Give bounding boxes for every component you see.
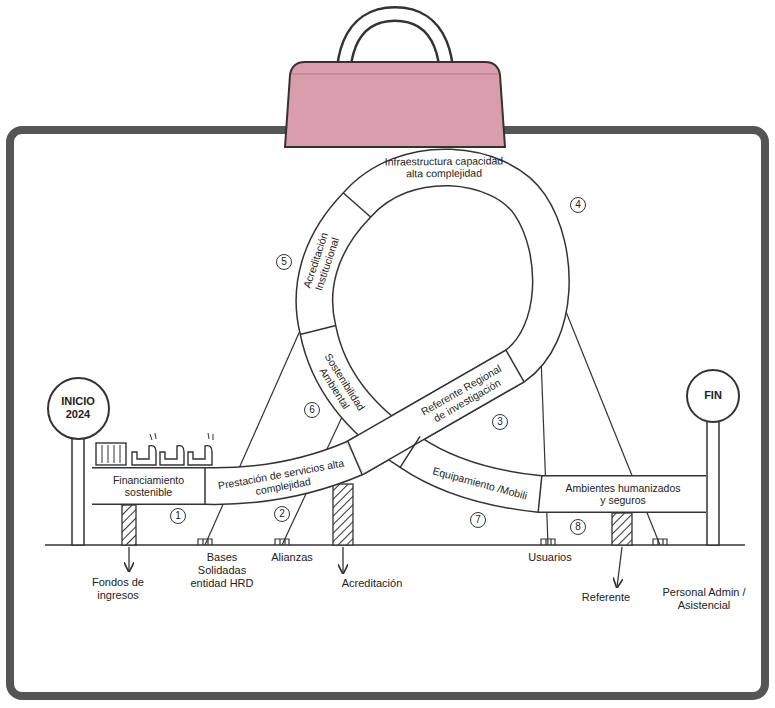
- support-foot: [653, 539, 667, 545]
- start-sign: INICIO 2024: [47, 377, 110, 440]
- segment-divider: [506, 350, 524, 382]
- callout-number: 1: [170, 508, 186, 524]
- train-grille: [102, 445, 120, 463]
- binder-clip-edge: [291, 73, 499, 74]
- support-foot: [198, 539, 212, 545]
- support-foot: [275, 539, 289, 545]
- segment-text: Equipamiento /Mobili: [427, 463, 534, 503]
- motion-marks: [150, 433, 213, 440]
- track-guide: [515, 205, 551, 366]
- segment-text: Ambientes humanizados y seguros: [562, 482, 684, 506]
- track-outline: [92, 167, 706, 494]
- segment-text: Financiamiento sostenible: [105, 474, 193, 498]
- segment-text: Prestación de servicios alta complejidad: [216, 457, 346, 504]
- sign-text: FIN: [696, 389, 730, 402]
- support-label: Alianzas: [271, 551, 313, 564]
- hatched-pillar: [612, 513, 632, 545]
- ground-line: [45, 544, 745, 545]
- sign-post: [707, 410, 719, 545]
- callout-number: 5: [276, 254, 292, 270]
- train-seat: [132, 446, 156, 465]
- pointer-arrow: [342, 547, 343, 573]
- binder-clip-body: [285, 62, 505, 147]
- segment-divider: [343, 193, 371, 217]
- track-segment: Equipamiento /Mobili: [427, 463, 534, 503]
- train-front-car: [96, 443, 126, 465]
- support-label: Usuarios: [528, 551, 571, 564]
- support-label: Bases Solidadas entidad HRD: [185, 551, 259, 591]
- pointer-arrow: [617, 547, 622, 587]
- callout-number: 6: [304, 402, 320, 418]
- callout-number: 8: [570, 519, 586, 535]
- pointer-arrow: [128, 547, 129, 571]
- segment-divider: [348, 441, 363, 475]
- sign-text: INICIO 2024: [53, 395, 103, 421]
- callout-number: 3: [492, 414, 508, 430]
- sign-text-wrap: INICIO 2024: [53, 395, 103, 421]
- support-label: Acreditación: [342, 577, 403, 590]
- hatched-pillar: [333, 484, 353, 545]
- segment-text: Infraestructura capacidad alta complejid…: [381, 155, 507, 180]
- train: [96, 433, 213, 465]
- track-fill: [92, 167, 706, 494]
- callout-number: 7: [470, 512, 486, 528]
- segment-divider: [204, 468, 206, 505]
- support-label: Referente: [582, 591, 630, 604]
- track-segment: Acreditación Institucional: [295, 215, 347, 310]
- support-foot: [541, 539, 555, 545]
- end-sign: FIN: [686, 369, 740, 423]
- train-seat: [188, 446, 212, 465]
- segment-divider: [400, 436, 420, 467]
- train-seat: [160, 446, 184, 465]
- track-dividers: [205, 193, 542, 513]
- sign-text-wrap: FIN: [696, 389, 730, 402]
- track-segment: Ambientes humanizados y seguros: [562, 482, 684, 506]
- track-segment: Infraestructura capacidad alta complejid…: [381, 155, 507, 180]
- segment-text: Acreditación Institucional: [295, 215, 347, 310]
- segment-divider: [300, 326, 336, 335]
- support-label: Personal Admin / Asistencial: [648, 586, 760, 612]
- callout-number: 2: [274, 506, 290, 522]
- callout-number: 4: [570, 197, 586, 213]
- track-segment: Prestación de servicios alta complejidad: [216, 457, 346, 504]
- hatched-pillar: [122, 505, 136, 545]
- track-segment: Financiamiento sostenible: [105, 474, 193, 498]
- segment-divider: [538, 476, 542, 513]
- board-frame: [10, 130, 765, 696]
- support-label: Fondos de ingresos: [82, 576, 154, 602]
